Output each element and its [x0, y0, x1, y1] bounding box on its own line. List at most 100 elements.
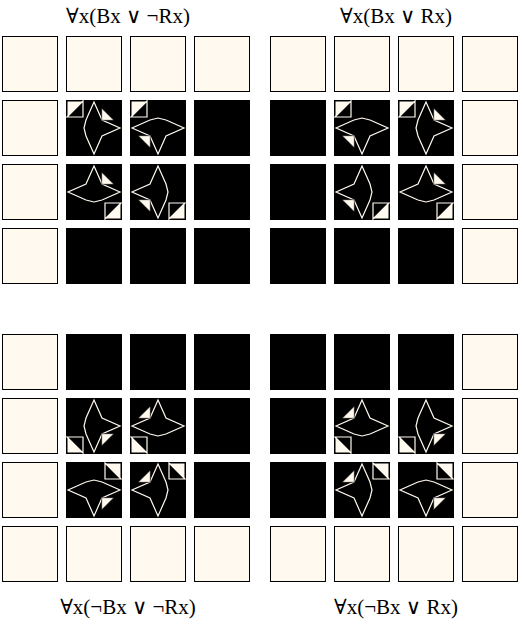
triangle-outline — [105, 203, 121, 219]
grid — [3, 37, 251, 285]
star-outline — [336, 464, 372, 516]
corner-square — [437, 203, 453, 219]
star-outline — [416, 400, 452, 452]
corner-square — [169, 463, 185, 479]
formula-label: ∀x(¬Bx ∨ ¬Rx) — [60, 597, 196, 618]
black-cell — [398, 228, 454, 284]
cream-cell — [67, 37, 122, 92]
star-outline — [336, 118, 388, 154]
cream-triangle — [138, 470, 150, 482]
corner-square — [373, 463, 389, 479]
corner-square — [335, 101, 351, 117]
triangle-outline — [373, 463, 389, 479]
corner-square — [131, 437, 147, 453]
corner-square — [67, 437, 83, 453]
cream-triangle — [434, 172, 446, 184]
black-cell — [194, 164, 250, 220]
figure-cell — [66, 462, 122, 518]
grid — [270, 37, 518, 285]
black-cell — [270, 398, 326, 454]
black-cell — [194, 334, 250, 390]
pinwheel — [67, 101, 120, 154]
corner-square — [399, 437, 415, 453]
black-cell — [334, 334, 390, 390]
pinwheel — [132, 166, 185, 219]
black-cell — [194, 462, 250, 518]
pinwheel — [68, 463, 121, 516]
cream-cell — [271, 37, 326, 92]
triangle-outline — [131, 101, 147, 117]
cream-triangle — [342, 406, 354, 418]
pinwheel — [131, 400, 184, 453]
star-outline — [132, 166, 168, 218]
corner-square — [131, 101, 147, 117]
triangle-outline — [335, 437, 351, 453]
cream-triangle — [434, 434, 446, 446]
cream-triangle — [102, 108, 114, 120]
cream-cell — [3, 101, 58, 156]
cream-cell — [3, 37, 58, 92]
cream-cell — [463, 37, 518, 92]
star-outline — [336, 166, 372, 218]
grid — [270, 334, 518, 582]
cream-triangle — [102, 498, 114, 510]
figure-cell — [130, 462, 186, 518]
star-outline — [400, 166, 452, 202]
cream-cell — [3, 463, 58, 518]
triangle-outline — [169, 203, 185, 219]
cream-triangle — [102, 434, 114, 446]
cream-cell — [3, 527, 58, 582]
triangle-outline — [399, 101, 415, 117]
pinwheel — [131, 101, 184, 154]
corner-square — [169, 203, 185, 219]
triangle-outline — [169, 463, 185, 479]
triangle-outline — [131, 437, 147, 453]
corner-square — [67, 101, 83, 117]
cream-triangle — [434, 498, 446, 510]
black-cell — [194, 228, 250, 284]
cream-cell — [463, 101, 518, 156]
figure-cell — [398, 164, 454, 220]
figure-cell — [334, 100, 390, 156]
pinwheel — [400, 463, 453, 516]
pinwheel — [132, 463, 185, 516]
triangle-outline — [67, 437, 83, 453]
pinwheel — [399, 101, 452, 154]
triangle-outline — [335, 101, 351, 117]
black-cell — [334, 228, 390, 284]
figure-cell — [334, 462, 390, 518]
corner-square — [437, 463, 453, 479]
triangle-outline — [105, 463, 121, 479]
black-cell — [194, 398, 250, 454]
star-outline — [68, 166, 120, 202]
figure-cell — [66, 164, 122, 220]
pinwheel — [67, 400, 120, 453]
pinwheel — [335, 101, 388, 154]
cream-triangle — [102, 172, 114, 184]
cream-cell — [131, 527, 186, 582]
corner-square — [335, 437, 351, 453]
corner-square — [399, 101, 415, 117]
black-cell — [66, 334, 122, 390]
cream-cell — [463, 229, 518, 284]
corner-square — [105, 463, 121, 479]
black-cell — [270, 100, 326, 156]
black-cell — [398, 334, 454, 390]
formula-label: ∀x(¬Bx ∨ Rx) — [334, 597, 458, 618]
cream-cell — [3, 335, 58, 390]
black-cell — [270, 334, 326, 390]
cream-cell — [463, 165, 518, 220]
cream-triangle — [434, 108, 446, 120]
figure-cell — [398, 100, 454, 156]
pinwheel — [336, 166, 389, 219]
cream-triangle — [138, 406, 150, 418]
cream-triangle — [342, 136, 354, 148]
figure-cell — [66, 398, 122, 454]
star-outline — [84, 400, 120, 452]
cream-cell — [271, 527, 326, 582]
black-cell — [270, 164, 326, 220]
cream-cell — [463, 463, 518, 518]
cream-triangle — [138, 136, 150, 148]
corner-square — [373, 203, 389, 219]
corner-square — [105, 203, 121, 219]
